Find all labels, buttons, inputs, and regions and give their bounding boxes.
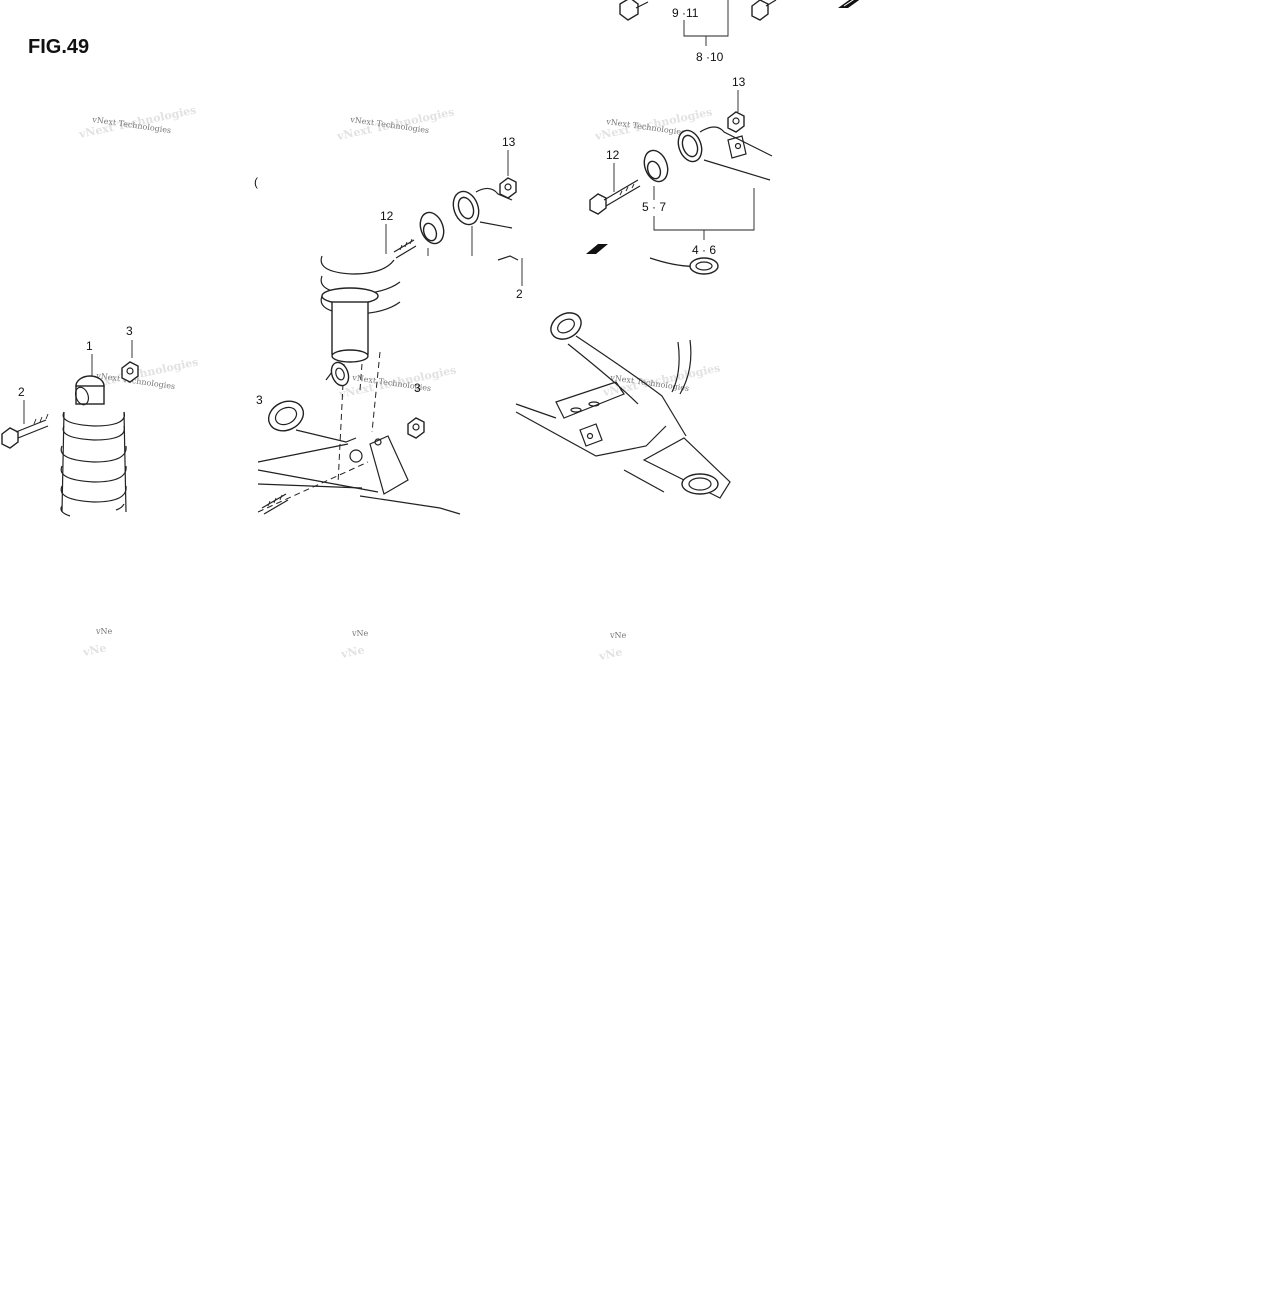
bolt-part <box>1 413 49 449</box>
tile-top-bolts: 9 ·11 8 ·10 <box>619 0 860 64</box>
tile-lower-a-arm <box>515 312 731 499</box>
nut-part <box>499 177 517 199</box>
bushing-part <box>330 361 350 387</box>
tile-center-upper: ( 13 12 <box>254 135 523 485</box>
nut-part <box>121 361 139 383</box>
callout-3: 3 <box>256 393 263 407</box>
callout-12: 12 <box>380 209 394 223</box>
callout-2: 2 <box>18 385 25 399</box>
bolt-thread-part <box>393 238 417 259</box>
callout-5-7: 5 · 7 <box>642 200 666 214</box>
upper-arm-part <box>677 126 773 181</box>
nut-part <box>407 417 425 439</box>
lower-arm-part <box>257 400 461 515</box>
callout-3: 3 <box>126 324 133 338</box>
bushing-part <box>643 149 669 183</box>
fwd-arrow-icon <box>586 244 608 254</box>
bolt-thread-part <box>261 493 289 515</box>
tile-center-lower: 3 3 <box>256 381 461 515</box>
callout-1: 1 <box>86 339 93 353</box>
figure-title: FIG.49 <box>28 36 90 58</box>
bolt-part <box>751 0 777 21</box>
callout-13: 13 <box>502 135 516 149</box>
nut-part <box>727 111 745 133</box>
callout-12: 12 <box>606 148 620 162</box>
upper-arm-part <box>452 187 513 256</box>
callout-8-10: 8 ·10 <box>696 50 724 64</box>
watermark-stub: vNe <box>351 629 369 638</box>
callout-paren: ( <box>254 175 258 189</box>
callout-13: 13 <box>732 75 746 89</box>
watermark-stub: vNe <box>609 631 627 640</box>
watermark-stub-ghost: vNe <box>81 641 108 659</box>
callout-bracket <box>653 188 755 231</box>
watermark-stub-ghost: vNe <box>597 645 624 663</box>
callout-4-6: 4 · 6 <box>692 243 716 257</box>
lower-arm-eye-part <box>649 257 719 275</box>
callout-3: 3 <box>414 381 421 395</box>
bushing-part <box>419 211 445 256</box>
callout-2: 2 <box>516 287 523 301</box>
bolt-part <box>589 179 641 215</box>
lower-a-arm-part <box>515 312 731 499</box>
fwd-arrow-icon <box>838 0 860 8</box>
shock-spring-part <box>60 375 127 517</box>
tile-shock-assembly: 1 3 2 <box>1 324 139 517</box>
watermark-stub-ghost: vNe <box>339 643 366 661</box>
tile-upper-arm-detail: 13 12 <box>586 75 773 275</box>
callout-9-11: 9 ·11 <box>672 6 699 20</box>
watermark-stub: vNe <box>95 627 113 636</box>
bolt-part <box>619 0 649 21</box>
